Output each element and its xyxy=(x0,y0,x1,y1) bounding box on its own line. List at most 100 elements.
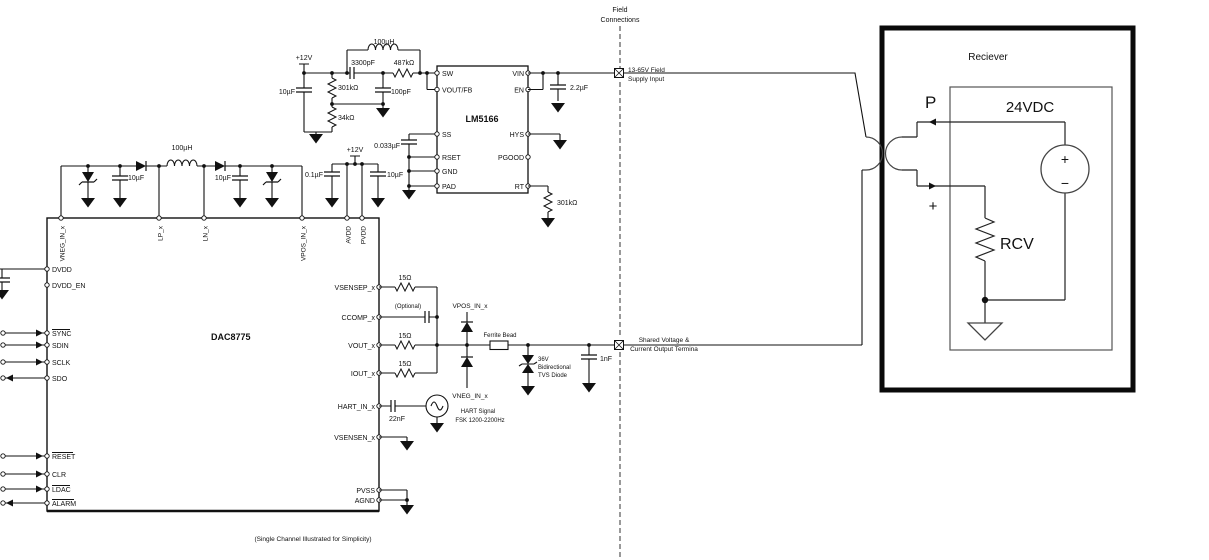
vin-field-wiring: 2.2µF 301kΩ 13-65V Field Supply Input xyxy=(528,67,867,228)
pin-voutfb: VOUT/FB xyxy=(442,88,473,95)
tvs-label-3: TVS Diode xyxy=(538,373,568,379)
resistor-15-vout xyxy=(394,340,416,350)
p-terminal-label: P xyxy=(925,93,936,112)
pin-ccomp: CCOMP_x xyxy=(342,315,376,322)
inductor-100uh-dac-label: 100µH xyxy=(172,145,193,152)
field-supply-label-2: Supply Input xyxy=(628,76,664,83)
receiver-outline xyxy=(879,25,1136,393)
ground-symbol xyxy=(402,190,416,200)
pin-alarm: ALARM xyxy=(52,501,76,508)
vneg-net-label: VNEG_IN_x xyxy=(452,393,488,400)
hart-source xyxy=(425,394,449,418)
shared-output-terminal xyxy=(614,340,624,350)
pin-sw: SW xyxy=(442,71,454,78)
cap-10uf xyxy=(295,87,313,93)
lm5166-block: LM5166 SW VOUT/FB SS RSET GND PAD VIN EN… xyxy=(434,65,531,194)
pin-sync: SYNC xyxy=(52,331,71,338)
ground-symbol xyxy=(551,103,565,113)
footnote: (Single Channel Illustrated for Simplici… xyxy=(254,536,371,543)
field-supply-label-1: 13-65V Field xyxy=(628,67,665,74)
resistor-487k xyxy=(392,68,414,78)
ground-symbol xyxy=(0,290,9,300)
cap-10uf-avdd xyxy=(369,171,387,177)
connector-bump-right xyxy=(884,136,903,171)
cap-3300pf-label: 3300pF xyxy=(351,60,375,67)
pin-vout: VOUT_x xyxy=(348,343,375,350)
dac-power-rail: 10µF 100µH 10µF +12V 0.1µF 10µF xyxy=(60,145,403,218)
cap-10uf-left xyxy=(111,175,129,181)
cap-100pf xyxy=(374,87,392,93)
connector-bump-left xyxy=(865,136,884,171)
optional-label: (Optional) xyxy=(395,304,421,310)
source-minus: − xyxy=(1061,175,1069,191)
dac-left-signals xyxy=(0,268,45,507)
tvs-label-1: 36V xyxy=(538,357,549,363)
resistor-301k-label: 301kΩ xyxy=(338,85,358,92)
resistor-301k-rt xyxy=(543,191,553,213)
resistor-487k-label: 487kΩ xyxy=(394,60,414,67)
cap-22uf xyxy=(549,84,567,90)
voltage-source: + − xyxy=(1040,144,1090,194)
tvs-label-2: Bidirectional xyxy=(538,365,571,371)
pin-hart-in: HART_IN_x xyxy=(338,404,376,411)
diode-to-vpos xyxy=(460,321,474,333)
pin-sdin: SDIN xyxy=(52,343,69,350)
pin-rset: RSET xyxy=(442,155,461,162)
plus-terminal-label: + xyxy=(929,198,938,215)
resistor-34k-label: 34kΩ xyxy=(338,115,355,122)
cap-0033uf-label: 0.033µF xyxy=(374,143,400,150)
field-connections-divider: Field Connections xyxy=(601,7,640,560)
output-network: 15Ω (Optional) 15Ω 15Ω VPOS_IN_x VNEG_IN… xyxy=(379,169,867,515)
pin-vneg-in: VNEG_IN_x xyxy=(60,225,67,261)
cap-0033uf xyxy=(400,139,418,145)
source-plus: + xyxy=(1061,151,1069,167)
pin-reset: RESET xyxy=(52,454,76,461)
resistor-301k-rt-label: 301kΩ xyxy=(557,200,577,207)
pin-ln: LN_x xyxy=(203,225,210,241)
cap-01uf-label: 0.1µF xyxy=(305,172,323,179)
ground-symbol xyxy=(309,134,323,144)
diode-left xyxy=(135,160,147,172)
receiver-ground xyxy=(966,322,1004,341)
pin-iout: IOUT_x xyxy=(351,371,376,378)
resistor-15-iout xyxy=(394,368,416,378)
lm5166-part-label: LM5166 xyxy=(465,114,498,124)
cap-1nf-label: 1nF xyxy=(600,356,612,363)
cap-10uf-right-label: 10µF xyxy=(215,175,231,182)
resistor-15-vsensep-label: 15Ω xyxy=(398,275,411,282)
field-connections-label-1: Field xyxy=(612,7,627,14)
diode-right xyxy=(214,160,226,172)
ferrite-bead xyxy=(489,340,509,351)
inductor-100uh-dac xyxy=(166,159,198,167)
pin-vsensen: VSENSEN_x xyxy=(334,435,375,442)
pin-ss: SS xyxy=(442,132,452,139)
cap-10uf-right xyxy=(231,175,249,181)
hart-label-1: HART Signal xyxy=(461,409,495,415)
resistor-15-vout-label: 15Ω xyxy=(398,333,411,340)
cap-01uf xyxy=(323,171,341,177)
receiver-supply-label: 24VDC xyxy=(1006,99,1055,116)
cap-22nf-label: 22nF xyxy=(389,416,405,423)
ground-symbol xyxy=(376,108,390,118)
cap-10uf-label: 10µF xyxy=(279,89,295,96)
dac8775-block: DAC8775 VNEG_IN_x LP_x LN_x VPOS_IN_x AV… xyxy=(44,215,382,543)
hart-label-2: FSK 1200-2200Hz xyxy=(455,418,504,424)
ground-symbol xyxy=(553,140,567,150)
pin-en: EN xyxy=(514,88,524,95)
pin-lp: LP_x xyxy=(158,225,165,241)
pin-vpos-in: VPOS_IN_x xyxy=(301,225,308,261)
pin-vin: VIN xyxy=(512,71,524,78)
field-connections-label-2: Connections xyxy=(601,17,640,24)
pin-avdd: AVDD xyxy=(346,226,353,244)
cap-1nf xyxy=(580,354,598,360)
ferrite-bead-label: Ferrite Bead xyxy=(483,333,516,339)
cap-22uf-label: 2.2µF xyxy=(570,85,588,92)
v12-label: +12V xyxy=(296,55,313,62)
resistor-15-iout-label: 15Ω xyxy=(398,361,411,368)
inductor-100uh-label: 100µH xyxy=(374,39,395,46)
receiver-supply-outline xyxy=(949,86,1113,351)
pin-pvss: PVSS xyxy=(356,488,375,495)
diode-to-vneg xyxy=(460,356,474,368)
lm5166-outline xyxy=(436,65,529,194)
